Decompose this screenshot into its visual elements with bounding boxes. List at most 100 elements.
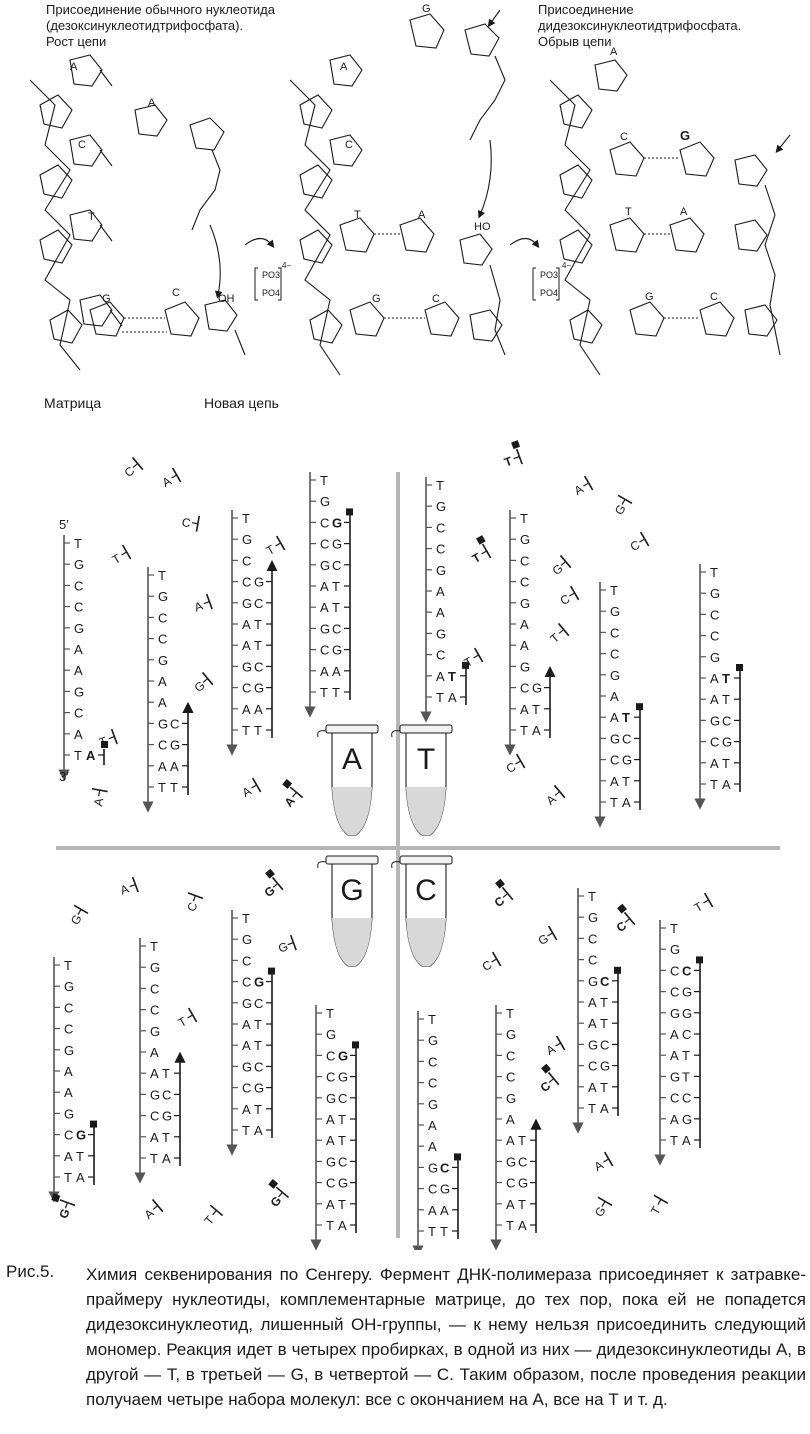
template-base: C <box>610 753 619 768</box>
template-base: G <box>436 563 446 578</box>
free-nucleotide: A <box>240 777 262 800</box>
new-strand-base: T <box>600 995 608 1010</box>
dideoxy-terminator-mark <box>346 508 353 516</box>
pyrophosphate-bottom: PO4 <box>262 288 280 298</box>
middle-structure <box>289 54 506 376</box>
template-base: G <box>150 1087 160 1102</box>
terminator-base: T <box>448 669 456 684</box>
free-nucleotide-tick <box>77 909 82 915</box>
free-nucleotide-base: C <box>504 759 519 776</box>
template-base: A <box>242 638 251 653</box>
tube-label: G <box>340 874 363 907</box>
template-base: T <box>158 780 166 795</box>
pyrophosphate-top: PO3 <box>262 270 280 280</box>
dideoxy-terminator-mark <box>462 661 469 669</box>
template-base: A <box>326 1112 335 1127</box>
template-base: C <box>588 953 597 968</box>
free-nucleotide-backbone <box>653 1194 669 1205</box>
free-nucleotide-backbone <box>91 787 108 793</box>
new-strand-base: G <box>532 681 542 696</box>
pyrophosphate-bottom: PO4 <box>540 288 558 298</box>
free-dideoxynucleotide: C <box>538 1063 560 1095</box>
base-label: G <box>102 293 111 305</box>
pyrophosphate-charge: 4− <box>282 261 291 270</box>
template-label: Матрица <box>44 395 101 411</box>
template-base: C <box>670 1091 679 1106</box>
right-structure <box>549 59 791 376</box>
pyrophosphate-charge: 4− <box>562 261 571 270</box>
template-base: T <box>588 1101 596 1116</box>
template-base: G <box>64 1106 74 1121</box>
template-base: A <box>520 638 529 653</box>
dideoxy-terminator-mark <box>51 1193 61 1203</box>
free-nucleotide-tick <box>657 1199 662 1205</box>
free-nucleotide-base: C <box>558 591 573 608</box>
new-strand-base: A <box>600 1101 609 1116</box>
tube-cap <box>399 855 453 865</box>
new-strand-base: C <box>332 558 341 573</box>
template-base: T <box>710 777 718 792</box>
template-base: A <box>520 617 529 632</box>
new-strand-base: T <box>254 723 262 738</box>
free-nucleotide: A <box>192 593 213 615</box>
tube-liquid <box>406 918 446 966</box>
template-base: G <box>326 1154 336 1169</box>
template-base: G <box>520 596 530 611</box>
terminator-base: T <box>722 671 730 686</box>
free-nucleotide-backbone <box>515 448 523 465</box>
free-nucleotide-base: G <box>276 939 290 955</box>
new-strand-base: T <box>254 1038 262 1053</box>
template-base: A <box>710 756 719 771</box>
new-strand-base: T <box>254 617 262 632</box>
template-base: C <box>710 607 719 622</box>
template-base: A <box>320 664 329 679</box>
new-strand-base: T <box>682 1048 690 1063</box>
template-base: T <box>710 565 718 580</box>
free-nucleotide-tick <box>132 463 139 468</box>
free-nucleotide-tick <box>275 542 281 547</box>
dideoxy-terminator-mark <box>454 1153 461 1161</box>
template-base: A <box>670 1048 679 1063</box>
dideoxy-terminator-mark <box>268 1178 279 1189</box>
template-base: C <box>326 1176 335 1191</box>
template-base: C <box>320 643 329 658</box>
free-nucleotide: C <box>184 892 204 913</box>
free-nucleotide-tick <box>554 791 561 796</box>
template-base: G <box>588 910 598 925</box>
template-base: C <box>670 985 679 1000</box>
free-nucleotide-tick <box>583 482 589 487</box>
template-base: G <box>326 1091 336 1106</box>
free-nucleotide-tick <box>121 551 127 556</box>
template-base: G <box>588 974 598 989</box>
template-base: G <box>242 1059 252 1074</box>
template-base: T <box>520 723 528 738</box>
template-base: G <box>520 532 530 547</box>
free-nucleotide: T <box>548 622 570 646</box>
template-base: G <box>710 713 720 728</box>
template-base: G <box>150 960 160 975</box>
free-nucleotide: G <box>536 925 558 948</box>
template-base: C <box>64 1000 73 1015</box>
dideoxy-terminator-mark <box>352 1041 359 1049</box>
caption-number: Рис.5. <box>6 1262 55 1281</box>
new-strand-base: A <box>338 1218 347 1233</box>
template-base: G <box>506 1027 516 1042</box>
free-nucleotide-tick <box>548 1078 555 1083</box>
new-strand-base: C <box>332 621 341 636</box>
template-base: A <box>436 605 445 620</box>
template-base: A <box>326 1197 335 1212</box>
free-nucleotide-tick <box>603 1158 609 1163</box>
template-base: C <box>436 648 445 663</box>
template-base: G <box>436 626 446 641</box>
pyrophosphate-top: PO3 <box>540 270 558 280</box>
incoming-nucleotide-left <box>134 104 225 299</box>
free-nucleotide-tick <box>212 1209 217 1216</box>
template-base: C <box>506 1070 515 1085</box>
free-nucleotide-backbone <box>547 925 558 941</box>
template-base: A <box>610 774 619 789</box>
test-tube: T <box>391 724 453 836</box>
template-base: C <box>150 1109 159 1124</box>
template-base: G <box>670 1069 680 1084</box>
